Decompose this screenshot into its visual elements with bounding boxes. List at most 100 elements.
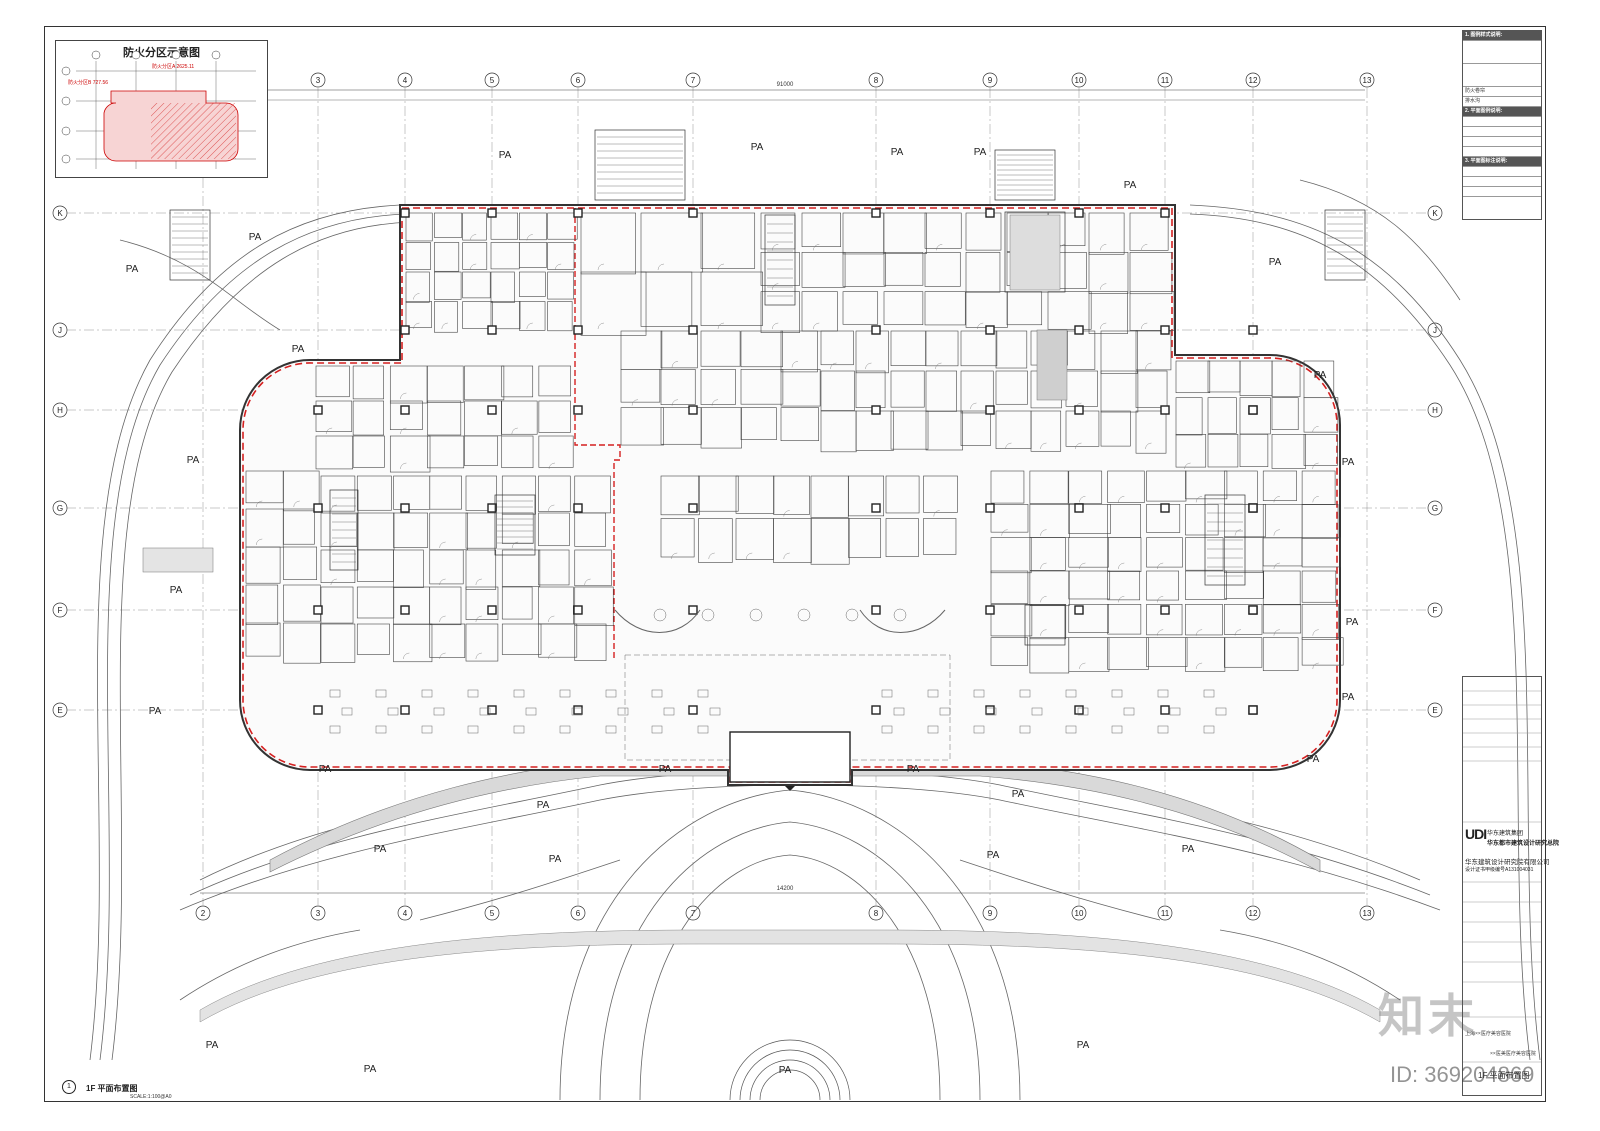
room (990, 470, 1025, 504)
legend-row (1463, 64, 1541, 87)
room (842, 212, 884, 255)
pa-label: PA (1342, 457, 1355, 468)
logo-group-name: 华东建筑集团 (1487, 831, 1524, 837)
seat (893, 707, 905, 716)
svg-text:E: E (1432, 706, 1437, 715)
structural-columns (313, 208, 1258, 715)
room (924, 252, 961, 287)
seat (617, 707, 629, 716)
door-swing (1100, 244, 1107, 251)
svg-text:9: 9 (988, 76, 993, 85)
seat (1157, 689, 1169, 698)
grid-bubble-column: 12 (1245, 905, 1261, 921)
door-swing (671, 399, 679, 406)
room (434, 212, 463, 238)
pa-label: PA (537, 800, 550, 811)
door-swing (1312, 662, 1319, 670)
inset-diagram (61, 50, 256, 169)
door-swing (1312, 426, 1319, 433)
room (698, 475, 739, 512)
room (923, 518, 957, 555)
pa-label: PA (1077, 1040, 1090, 1051)
lobby-furniture (329, 608, 1227, 761)
seat (927, 689, 939, 698)
amphitheatre (729, 1039, 851, 1101)
room (965, 252, 1001, 293)
door-swing (1273, 562, 1280, 570)
project-name: ××医美医疗美容医院 (1490, 1051, 1536, 1057)
door-swing (935, 362, 942, 370)
svg-text:3: 3 (316, 909, 321, 918)
room (660, 475, 700, 516)
grid-bubble-row: F (52, 602, 68, 618)
structural-column (313, 503, 323, 513)
room (501, 623, 542, 655)
door-swing (783, 552, 790, 560)
room (490, 212, 518, 240)
door-swing (1312, 496, 1319, 503)
room (848, 518, 882, 558)
room (356, 586, 395, 619)
reception-counter (614, 609, 701, 633)
grid-bubble-column: 11 (1157, 905, 1173, 921)
door-swing (1273, 529, 1280, 536)
room (925, 330, 959, 367)
sheet-title: 1F 平面布置图 (1478, 1071, 1530, 1080)
door-swing (1273, 496, 1280, 503)
room (1207, 397, 1237, 434)
zone-b-label: 防火分区B 727.56 (68, 80, 109, 86)
room (990, 537, 1032, 574)
structural-column (688, 405, 698, 415)
svg-text:H: H (1432, 406, 1438, 415)
structural-column (1074, 705, 1084, 715)
svg-text:2: 2 (201, 909, 206, 918)
svg-text:4: 4 (403, 909, 408, 918)
door-swing (1100, 322, 1107, 330)
seat (525, 707, 537, 716)
room (924, 212, 962, 249)
structural-column (688, 503, 698, 513)
grid-bubble-column: 10 (1071, 72, 1087, 88)
structural-column (1248, 605, 1258, 615)
door-swing (413, 293, 420, 300)
legend-row (1463, 187, 1541, 197)
door-swing (475, 652, 482, 660)
legend-row (1463, 41, 1541, 64)
room (1135, 370, 1168, 408)
seat (559, 689, 571, 698)
room (995, 370, 1028, 405)
door-swing (813, 244, 820, 251)
grid-bubble-row: H (1427, 402, 1443, 418)
room (842, 291, 879, 325)
door-swing (1079, 562, 1086, 570)
building-outline (239, 204, 1341, 786)
room (883, 252, 924, 286)
room (462, 301, 493, 329)
room (1068, 637, 1110, 672)
door-swing (711, 399, 719, 406)
svg-text:F: F (1433, 606, 1438, 615)
door-swing (1118, 562, 1125, 570)
door-swing (1195, 662, 1203, 670)
pa-label: PA (126, 264, 139, 275)
seat (605, 689, 617, 698)
svg-text:3: 3 (316, 76, 321, 85)
svg-text:9: 9 (988, 909, 993, 918)
room (660, 518, 695, 558)
entrance-canopy (729, 731, 851, 791)
structural-column (313, 605, 323, 615)
room (1271, 360, 1301, 398)
room (923, 475, 958, 513)
door-swing (400, 392, 407, 400)
room (1088, 212, 1125, 255)
door-swing (469, 234, 477, 241)
room (1088, 252, 1129, 294)
door-swing (631, 399, 639, 406)
room (283, 584, 321, 622)
seat (651, 725, 663, 734)
grid-bubble-column: 10 (1071, 905, 1087, 921)
reception-desk-seat (797, 608, 811, 622)
udi-logo: UDI 华东建筑集团 华东都市建筑设计研究总院 (1465, 826, 1559, 848)
grid-bubble-row: E (1427, 702, 1443, 718)
